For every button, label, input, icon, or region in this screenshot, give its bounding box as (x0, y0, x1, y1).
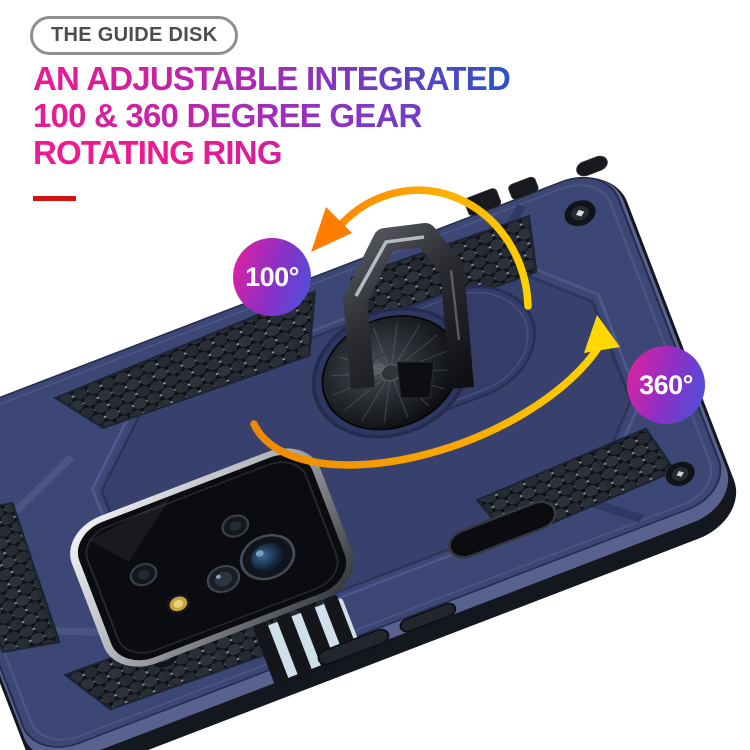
headline: AN ADJUSTABLE INTEGRATED 100 & 360 DEGRE… (33, 60, 511, 171)
arrow-100-rotation-icon (311, 186, 532, 310)
red-divider (33, 196, 76, 201)
camera-lens-medium (206, 565, 241, 594)
ring-kickstand (343, 223, 474, 399)
side-button (399, 602, 457, 633)
honeycomb-strip-left-edge (0, 501, 61, 654)
corner-screw (564, 200, 596, 227)
camera-lens-large (239, 533, 296, 581)
headline-line-1: AN ADJUSTABLE INTEGRATED (33, 60, 511, 97)
camera-lens-small (221, 514, 250, 538)
arrow-360-rotation-icon (250, 315, 620, 469)
headline-line-3: ROTATING RING (33, 134, 510, 171)
guide-disk-badge: THE GUIDE DISK (30, 16, 239, 55)
edge-button (508, 176, 539, 200)
camera-flash (166, 594, 191, 614)
side-button (317, 628, 390, 666)
corner-screw (665, 461, 695, 487)
button-cutout (447, 500, 557, 559)
callout-100-degree: 100° (233, 238, 311, 316)
camera-module (70, 448, 354, 667)
callout-360-degree: 360° (627, 346, 705, 424)
headline-line-2: 100 & 360 DEGREE GEAR (33, 97, 510, 134)
edge-nub (576, 155, 608, 177)
honeycomb-strip-top-left (53, 290, 316, 430)
camera-lens-small (129, 563, 158, 587)
